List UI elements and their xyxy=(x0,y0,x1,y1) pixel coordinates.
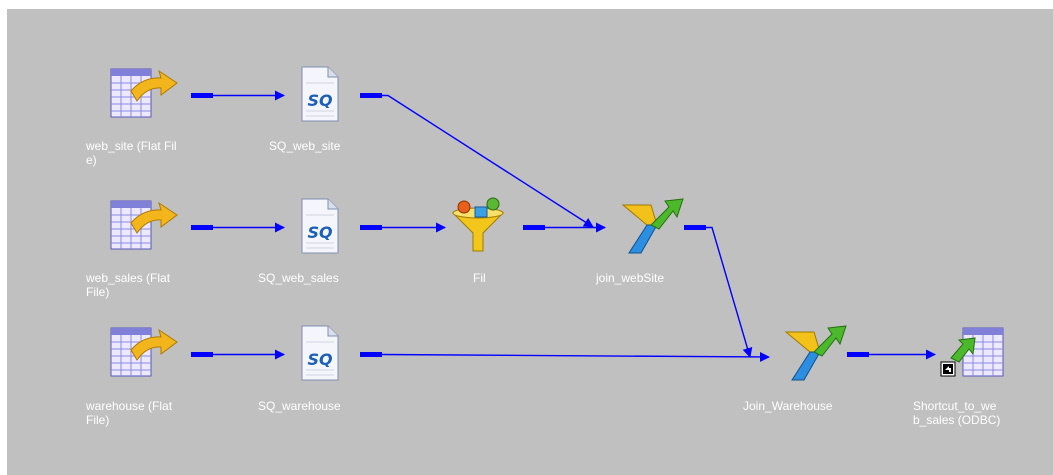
link-sq-warehouse-to-join[interactable] xyxy=(381,351,770,362)
web-site-source-node[interactable] xyxy=(101,63,185,125)
join-website-label: join_webSite xyxy=(596,271,665,285)
flat-file-source-icon xyxy=(101,63,185,125)
link-layer xyxy=(191,90,936,362)
sq-warehouse-label: SQ_warehouse xyxy=(258,399,341,413)
flat-file-source-icon xyxy=(101,322,185,384)
odbc-target-shortcut-icon xyxy=(937,322,1021,384)
web-sales-source-node[interactable] xyxy=(101,195,185,257)
flat-file-source-icon xyxy=(101,195,185,257)
join-website-node[interactable] xyxy=(611,195,695,257)
svg-text:SQ: SQ xyxy=(307,350,333,369)
joiner-icon xyxy=(611,195,695,257)
sq-web-sales-node[interactable]: SQ xyxy=(292,195,376,257)
svg-text:SQ: SQ xyxy=(307,223,333,242)
sq-warehouse-node[interactable]: SQ xyxy=(292,322,376,384)
output-port[interactable] xyxy=(191,93,213,98)
output-port[interactable] xyxy=(191,225,213,230)
output-port[interactable] xyxy=(523,225,545,230)
link-join-website-to-join-warehouse[interactable] xyxy=(706,226,753,358)
sq-web-site-node[interactable]: SQ xyxy=(292,63,376,125)
joiner-icon xyxy=(774,322,858,384)
join-warehouse-node[interactable] xyxy=(774,322,858,384)
filter-label: Fil xyxy=(473,271,486,285)
output-port[interactable] xyxy=(360,225,382,230)
output-port[interactable] xyxy=(360,93,382,98)
sq-web-site-label: SQ_web_site xyxy=(269,139,341,153)
source-qualifier-icon: SQ xyxy=(292,322,376,384)
svg-text:SQ: SQ xyxy=(307,91,333,110)
web-sales-source-label: web_sales (Flat File) xyxy=(86,271,171,299)
target-label: Shortcut_to_we b_sales (ODBC) xyxy=(913,399,1001,427)
output-port[interactable] xyxy=(847,352,869,357)
mapping-canvas[interactable]: web_site (Flat Fil e) SQ SQ_web_site xyxy=(7,9,1053,475)
warehouse-source-node[interactable] xyxy=(101,322,185,384)
warehouse-source-label: warehouse (Flat File) xyxy=(86,399,173,427)
join-warehouse-label: Join_Warehouse xyxy=(743,399,833,413)
output-port[interactable] xyxy=(360,352,382,357)
link-sq-web-site-to-join[interactable] xyxy=(382,94,594,228)
target-node[interactable] xyxy=(937,322,1021,384)
filter-funnel-icon xyxy=(449,195,533,257)
web-site-source-label: web_site (Flat Fil e) xyxy=(86,139,177,167)
output-port[interactable] xyxy=(191,352,213,357)
filter-node[interactable] xyxy=(449,195,533,257)
output-port[interactable] xyxy=(684,225,706,230)
source-qualifier-icon: SQ xyxy=(292,195,376,257)
source-qualifier-icon: SQ xyxy=(292,63,376,125)
sq-web-sales-label: SQ_web_sales xyxy=(258,271,339,285)
